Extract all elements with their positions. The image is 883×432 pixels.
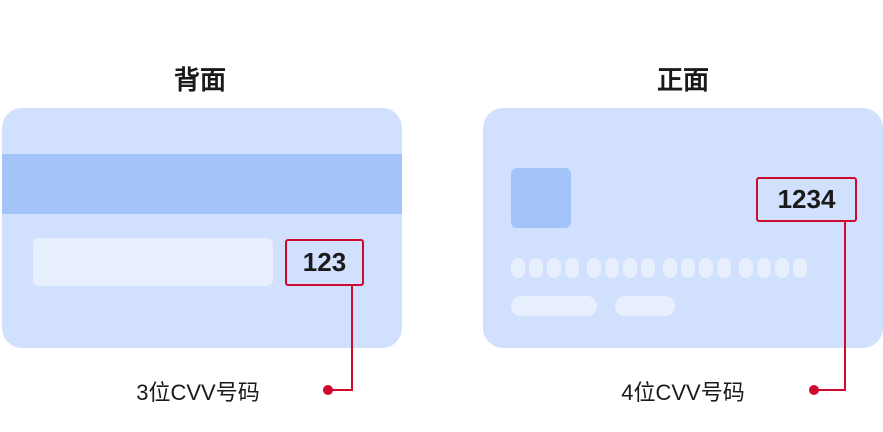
digit-placeholder xyxy=(793,258,807,278)
digit-placeholder xyxy=(775,258,789,278)
digit-placeholder xyxy=(641,258,655,278)
callout-line-front-h xyxy=(814,389,846,391)
magnetic-stripe xyxy=(2,154,402,214)
callout-line-front xyxy=(844,221,846,391)
digit-placeholder xyxy=(605,258,619,278)
digit-placeholder xyxy=(529,258,543,278)
digit-placeholder xyxy=(757,258,771,278)
card-front: 1234 xyxy=(483,108,883,348)
digit-placeholder xyxy=(699,258,713,278)
callout-line-back-h xyxy=(328,389,353,391)
callout-dot-front xyxy=(809,385,819,395)
callout-line-back xyxy=(351,285,353,391)
cvv-box-front: 1234 xyxy=(756,177,857,222)
front-title: 正面 xyxy=(656,66,709,96)
digit-placeholder xyxy=(587,258,601,278)
front-label: 4位CVV号码 xyxy=(621,380,745,405)
digit-placeholder xyxy=(565,258,579,278)
signature-field xyxy=(33,238,273,286)
callout-dot-back xyxy=(323,385,333,395)
expiry-placeholder xyxy=(615,296,675,316)
digit-placeholder xyxy=(681,258,695,278)
card-back: 123 xyxy=(2,108,402,348)
digit-placeholder xyxy=(717,258,731,278)
digit-placeholder xyxy=(511,258,525,278)
chip-icon xyxy=(511,168,571,228)
digit-placeholder xyxy=(623,258,637,278)
cvv-box-back: 123 xyxy=(285,239,364,286)
back-title: 背面 xyxy=(173,66,226,96)
name-placeholder xyxy=(511,296,597,316)
digit-placeholder xyxy=(739,258,753,278)
digit-placeholder xyxy=(663,258,677,278)
back-label: 3位CVV号码 xyxy=(136,380,260,405)
digit-placeholder xyxy=(547,258,561,278)
